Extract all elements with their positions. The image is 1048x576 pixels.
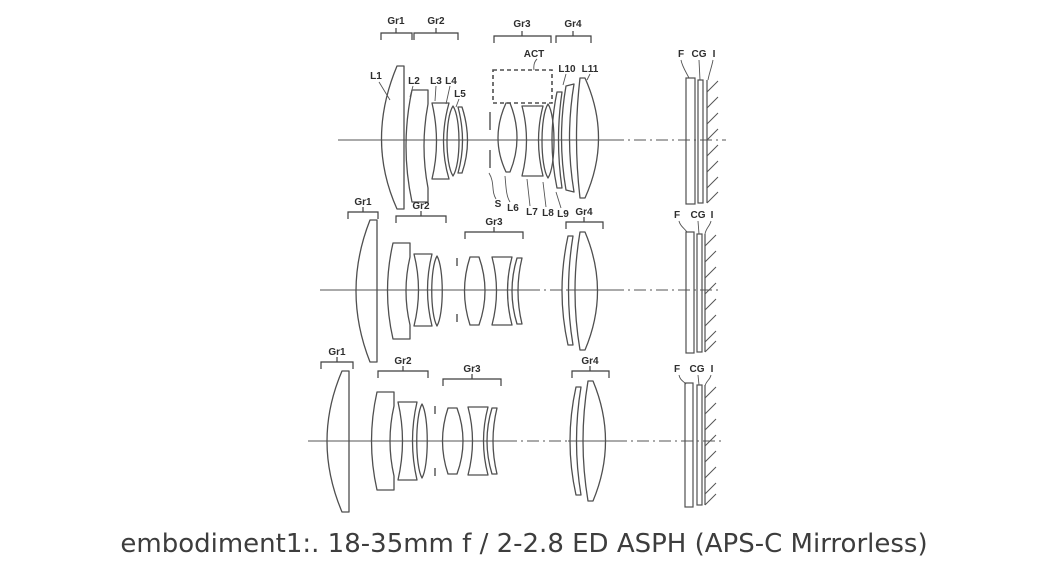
group4-lens-b xyxy=(574,231,599,351)
label-leader-lines xyxy=(378,58,714,209)
group2-lens-c xyxy=(431,255,443,327)
group3-lens-b xyxy=(491,256,513,326)
label-leader-lines xyxy=(678,220,712,235)
lens-L10-label: L10 xyxy=(558,64,576,75)
cover-glass-label: CG xyxy=(692,49,707,60)
gr1-label: Gr1 xyxy=(328,347,346,358)
lens-L4-outline xyxy=(446,105,460,177)
lens-L1-label: L1 xyxy=(370,71,382,82)
lens-L2-outline xyxy=(405,89,429,203)
image-plane-hatching xyxy=(704,386,717,506)
group2-lens-a xyxy=(386,242,411,340)
filter-label: F xyxy=(678,49,684,60)
filter-element xyxy=(685,231,695,354)
gr3-bracket xyxy=(464,227,524,239)
group3-lens-a xyxy=(441,407,464,475)
gr4-bracket xyxy=(571,366,610,378)
image-plane-hatching xyxy=(706,80,719,204)
image-plane-label: I xyxy=(713,49,716,60)
group4-lens-a xyxy=(561,235,574,346)
gr4-label: Gr4 xyxy=(581,356,599,367)
cover-glass-label: CG xyxy=(690,364,705,375)
actuator-dashed-box xyxy=(492,69,553,104)
lens-row-position-1: Gr1 Gr2 Gr3 Gr4 ACT L1 L2 L3 L4 L5 L6 L7… xyxy=(338,16,726,220)
figure-caption: embodiment1:. 18-35mm f / 2-2.8 ED ASPH … xyxy=(120,529,928,559)
gr2-bracket xyxy=(395,211,447,223)
gr2-label: Gr2 xyxy=(427,16,445,27)
group1-lens xyxy=(355,219,378,363)
lens-L3-label: L3 xyxy=(430,76,442,87)
group2-lens-a xyxy=(370,391,395,491)
gr4-label: Gr4 xyxy=(575,207,593,218)
actuator-label: ACT xyxy=(524,49,545,60)
group2-lens-b xyxy=(413,253,433,327)
filter-element xyxy=(684,382,694,508)
image-plane-label: I xyxy=(711,210,714,221)
image-plane-label: I xyxy=(711,364,714,375)
filter-label: F xyxy=(674,364,680,375)
lens-L1-outline xyxy=(380,65,405,210)
group3-lens-b xyxy=(467,406,489,476)
group3-lens-c xyxy=(511,257,523,325)
lens-row-position-3: Gr1 Gr2 Gr3 Gr4 F CG I xyxy=(308,347,722,513)
aperture-stop-label: S xyxy=(495,199,502,210)
cover-glass-element xyxy=(696,233,703,353)
lens-L7-label: L7 xyxy=(526,207,538,218)
group1-lens xyxy=(326,370,350,513)
cover-glass-label: CG xyxy=(691,210,706,221)
lens-L2-label: L2 xyxy=(408,76,420,87)
lens-L4-label: L4 xyxy=(445,76,457,87)
gr1-label: Gr1 xyxy=(354,197,372,208)
lens-L11-label: L11 xyxy=(582,64,599,75)
gr1-bracket xyxy=(347,207,379,219)
gr3-label: Gr3 xyxy=(463,364,481,375)
group4-lens-a xyxy=(569,386,582,496)
gr1-bracket xyxy=(320,357,354,369)
gr2-label: Gr2 xyxy=(394,356,412,367)
gr2-label: Gr2 xyxy=(412,201,430,212)
gr1-label: Gr1 xyxy=(387,16,405,27)
lens-L3-outline xyxy=(431,102,450,180)
group2-lens-c xyxy=(416,403,428,479)
gr3-bracket xyxy=(493,31,552,43)
group4-lens-b xyxy=(582,380,607,502)
group3-lens-a xyxy=(463,256,486,326)
gr3-label: Gr3 xyxy=(485,217,503,228)
gr4-bracket xyxy=(555,31,592,43)
filter-label: F xyxy=(674,210,680,221)
group3-lens-c xyxy=(486,407,498,475)
lens-L5-outline xyxy=(457,106,469,174)
cover-glass-element xyxy=(696,384,703,506)
gr2-bracket xyxy=(413,28,459,40)
lens-L9-outline xyxy=(551,91,563,189)
filter-element xyxy=(685,77,696,205)
lens-L6-outline xyxy=(497,102,518,173)
lens-L8-label: L8 xyxy=(542,208,554,219)
lens-L5-label: L5 xyxy=(454,89,466,100)
lens-L10-outline xyxy=(560,83,575,193)
lens-L11-outline xyxy=(575,77,600,199)
image-plane-hatching xyxy=(704,234,717,353)
cover-glass-element xyxy=(697,79,704,204)
gr3-label: Gr3 xyxy=(513,19,531,30)
gr4-bracket xyxy=(565,217,604,229)
lens-L7-outline xyxy=(521,105,544,177)
group2-lens-b xyxy=(397,401,418,481)
gr1-bracket xyxy=(380,28,413,40)
lens-L9-label: L9 xyxy=(557,209,569,220)
gr4-label: Gr4 xyxy=(564,19,582,30)
gr2-bracket xyxy=(377,366,429,378)
gr3-bracket xyxy=(442,374,502,386)
lens-L6-label: L6 xyxy=(507,203,519,214)
label-leader-lines xyxy=(678,374,712,387)
lens-row-position-2: Gr1 Gr2 Gr3 Gr4 F CG I xyxy=(320,197,720,363)
